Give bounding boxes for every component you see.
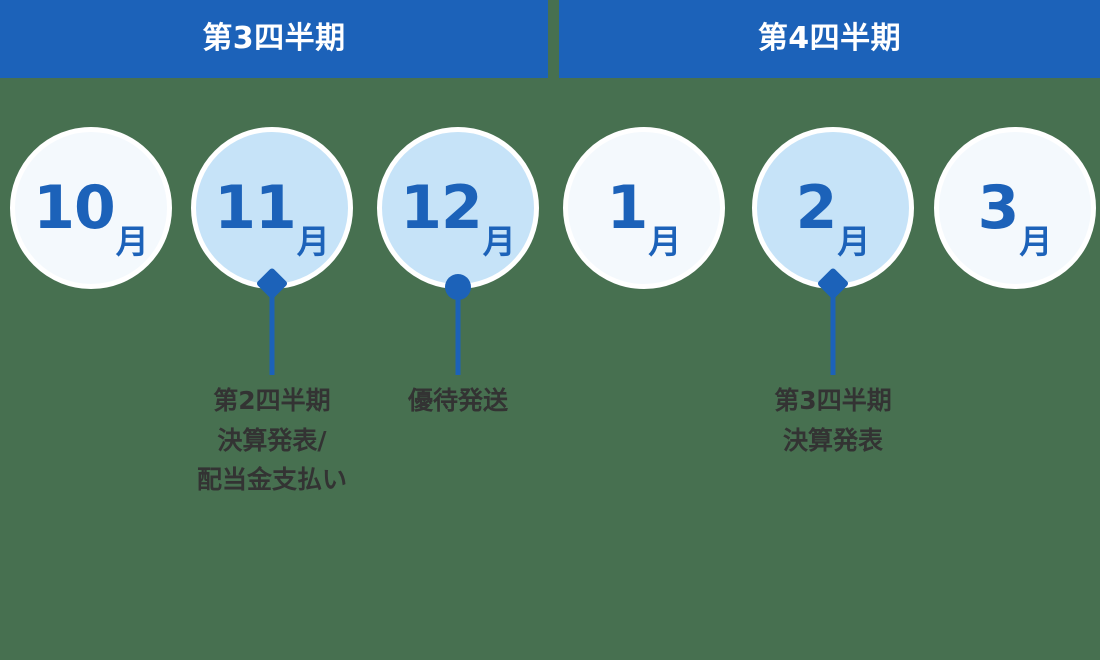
- month-unit-label: 月: [296, 222, 330, 261]
- month-unit-label: 月: [115, 222, 149, 261]
- event-label-line: 優待発送: [407, 386, 509, 415]
- quarter-band-2: 第4四半期: [559, 0, 1100, 78]
- event-connector-line: [455, 287, 461, 375]
- quarter-header-row: 第3四半期 第4四半期: [0, 0, 1100, 78]
- event-label-line: 決算発表: [782, 425, 883, 455]
- month-number: 2: [795, 173, 838, 243]
- event-label: 優待発送: [408, 381, 508, 421]
- event-label-line: 配当金支払い: [196, 465, 348, 494]
- quarter-band-label: 第4四半期: [757, 21, 902, 56]
- event-label-line: 決算発表/: [217, 425, 327, 455]
- event-connector-line: [269, 283, 275, 375]
- month-unit-label: 月: [482, 222, 516, 261]
- event-label-line: 第3四半期: [774, 386, 892, 415]
- month-number: 3: [977, 173, 1020, 243]
- event-label: 第2四半期決算発表/配当金支払い: [197, 381, 347, 500]
- month-unit-label: 月: [837, 222, 871, 261]
- event-label: 第3四半期決算発表: [774, 381, 891, 460]
- month-number: 12: [400, 173, 482, 243]
- month-unit-label: 月: [1019, 222, 1053, 261]
- event-marker-diamond-icon[interactable]: [255, 267, 289, 300]
- month-number: 11: [214, 173, 296, 243]
- event-marker-diamond-icon[interactable]: [816, 267, 850, 300]
- event-connector-line: [830, 283, 836, 375]
- month-unit-label: 月: [648, 222, 682, 261]
- quarter-band-1: 第3四半期: [0, 0, 548, 78]
- quarter-band-label: 第3四半期: [202, 21, 346, 56]
- month-number: 10: [33, 173, 115, 243]
- month-number: 1: [606, 173, 649, 243]
- event-label-line: 第2四半期: [213, 386, 331, 415]
- event-marker-circle-icon[interactable]: [445, 274, 471, 300]
